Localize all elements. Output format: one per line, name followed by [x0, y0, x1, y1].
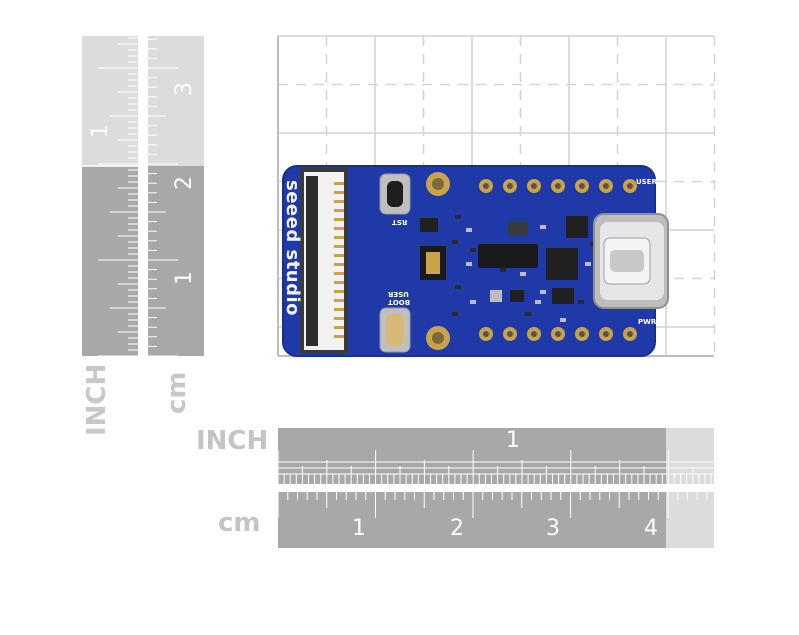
- smd-part: [452, 312, 458, 316]
- smd-part: [500, 268, 506, 272]
- smd-part: [540, 290, 546, 294]
- rst-label: RST: [392, 218, 408, 226]
- fpc-pin: [334, 281, 344, 284]
- v-cm-tick-label: 2: [172, 176, 197, 190]
- header-pin-hole: [579, 331, 585, 337]
- vertical-cm-ruler: [148, 36, 204, 357]
- fpc-pin: [334, 227, 344, 230]
- h-cm-tick-label: 2: [450, 516, 464, 541]
- fpc-pin: [334, 290, 344, 293]
- fpc-pin: [334, 317, 344, 320]
- fpc-pin: [334, 254, 344, 257]
- smd-part: [578, 300, 584, 304]
- horizontal-cm-ruler: [277, 492, 714, 548]
- smd-part: [560, 318, 566, 322]
- header-pin-hole: [531, 331, 537, 337]
- header-pin-hole: [579, 183, 585, 189]
- smd-part: [520, 272, 526, 276]
- smd-part: [470, 248, 476, 252]
- smd-part: [455, 285, 461, 289]
- smd-part: [466, 262, 472, 266]
- smd-part: [540, 225, 546, 229]
- header-pin-hole: [555, 331, 561, 337]
- smd-part: [525, 312, 531, 316]
- fpc-pin: [334, 263, 344, 266]
- v-inch-tick-label: 1: [88, 124, 113, 138]
- smd-part: [452, 240, 458, 244]
- horizontal-inch-ruler: [277, 428, 714, 484]
- v-cm-tick-label: 3: [172, 82, 197, 96]
- header-pin-hole: [555, 183, 561, 189]
- fpc-pin: [334, 308, 344, 311]
- fpc-pin: [334, 272, 344, 275]
- user-boot-label-2: BOOT: [388, 298, 411, 306]
- header-pin-hole: [603, 183, 609, 189]
- pwr-led-label: PWR: [638, 318, 657, 326]
- v-cm-tick-label: 1: [172, 271, 197, 285]
- smd-part: [466, 228, 472, 232]
- fpc-pin: [334, 299, 344, 302]
- header-pin-hole: [507, 183, 513, 189]
- fpc-pin: [334, 191, 344, 194]
- fpc-pin: [334, 236, 344, 239]
- header-pins: [479, 179, 637, 341]
- horizontal-cm-unit-label: cm: [218, 508, 261, 538]
- fpc-connector: [300, 168, 348, 354]
- fpc-pin: [334, 209, 344, 212]
- fpc-pin: [334, 326, 344, 329]
- h-inch-tick-label: 1: [506, 428, 520, 453]
- header-pin-hole: [603, 331, 609, 337]
- fpc-pin: [334, 245, 344, 248]
- smd-part: [585, 262, 591, 266]
- header-pin-hole: [507, 331, 513, 337]
- h-cm-tick-label: 4: [644, 516, 658, 541]
- header-pin-hole: [483, 183, 489, 189]
- usb-c-connector: [593, 213, 669, 309]
- horizontal-inch-unit-label: INCH: [196, 426, 269, 456]
- vertical-inch-ruler: [82, 36, 138, 357]
- header-pin-hole: [531, 183, 537, 189]
- vertical-cm-unit-label: cm: [162, 371, 192, 414]
- header-pin-hole: [483, 331, 489, 337]
- smd-part: [470, 300, 476, 304]
- vertical-inch-unit-label: INCH: [82, 363, 112, 436]
- smd-part: [535, 300, 541, 304]
- user-boot-label-1: USER: [388, 290, 409, 298]
- mounting-holes: [426, 172, 450, 350]
- h-cm-tick-label: 3: [546, 516, 560, 541]
- header-pin-hole: [627, 183, 633, 189]
- fpc-pin: [334, 335, 344, 338]
- h-cm-tick-label: 1: [352, 516, 366, 541]
- pcb-board: [282, 165, 669, 357]
- rst-button: [379, 173, 411, 215]
- fpc-pin: [334, 200, 344, 203]
- user-led-label: USER: [636, 178, 657, 186]
- smd-part: [455, 215, 461, 219]
- brand-logo-text: seeed studio: [282, 180, 303, 317]
- fpc-pin: [334, 218, 344, 221]
- header-pin-hole: [627, 331, 633, 337]
- fpc-pin: [334, 182, 344, 185]
- boot-button: [379, 307, 411, 353]
